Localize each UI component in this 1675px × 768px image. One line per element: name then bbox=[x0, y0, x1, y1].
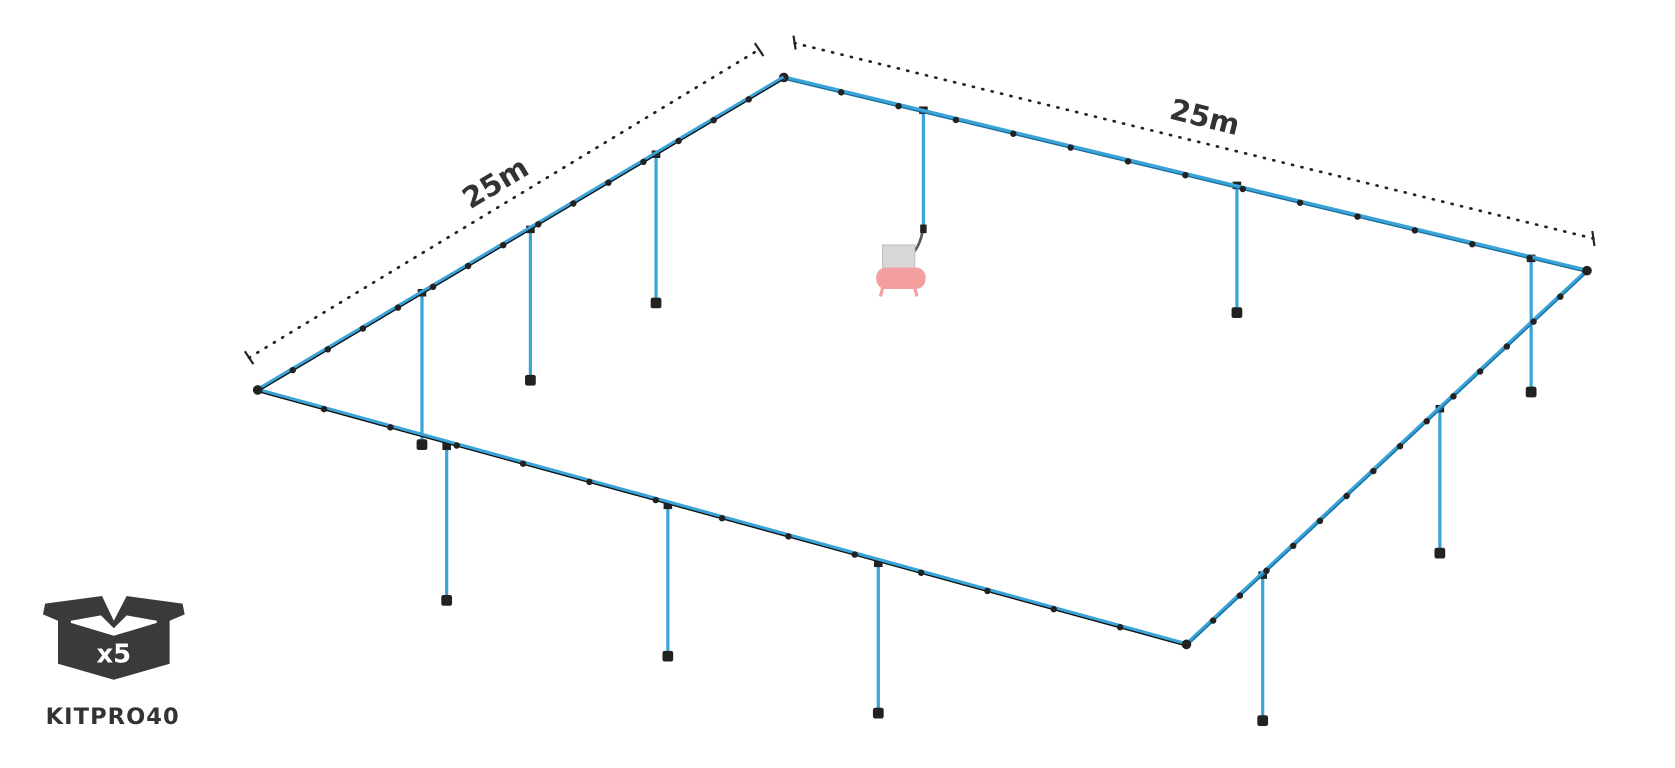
pipe-clip bbox=[453, 442, 460, 449]
pipe-clip bbox=[1209, 617, 1217, 624]
outlet-fitting bbox=[872, 707, 884, 719]
pipe-clip bbox=[1354, 213, 1361, 220]
pipe-clip bbox=[745, 96, 752, 103]
pipe-clip bbox=[535, 221, 542, 228]
pipe-clip bbox=[359, 325, 367, 332]
pipe-clip bbox=[837, 89, 845, 96]
pipe-clip bbox=[1236, 592, 1244, 599]
outlet-fitting bbox=[1525, 386, 1537, 398]
dimension-label-left: 25m bbox=[456, 150, 534, 215]
pipe-clip bbox=[895, 102, 902, 110]
pipe-clip bbox=[324, 346, 332, 353]
pipe-clip bbox=[640, 158, 647, 166]
pipe-clip bbox=[1239, 185, 1246, 193]
pipe-ring bbox=[252, 72, 1592, 650]
pipe-clip bbox=[1526, 254, 1533, 262]
pipe-clip bbox=[570, 200, 577, 207]
pipe-clip bbox=[1476, 368, 1484, 375]
pipe-clip bbox=[1411, 227, 1419, 234]
pipe-clip bbox=[1557, 293, 1564, 300]
pipe-clip bbox=[952, 116, 960, 124]
pipe-clip bbox=[499, 241, 507, 249]
dimension-left: 25m bbox=[243, 42, 765, 365]
outlet-fitting bbox=[416, 439, 428, 451]
pipe-clip bbox=[1343, 492, 1350, 500]
pipe-clip bbox=[320, 405, 328, 413]
pipe-edge bbox=[257, 78, 785, 393]
pipe-clip bbox=[1050, 605, 1057, 613]
pipe-clip bbox=[785, 533, 792, 540]
pipe-clip bbox=[851, 551, 858, 558]
pipe-clip bbox=[1296, 199, 1304, 206]
dimension-label-right: 25m bbox=[1167, 92, 1244, 142]
pipe-clip bbox=[1010, 130, 1017, 137]
outlet-fitting bbox=[1257, 715, 1269, 726]
pipe-clip bbox=[1423, 418, 1430, 425]
pipe-clip bbox=[1396, 442, 1404, 450]
kit-code: KITPRO40 bbox=[46, 704, 180, 730]
pipe-clip bbox=[917, 569, 925, 576]
pipe-clip bbox=[652, 496, 659, 504]
pipe-clip bbox=[1530, 318, 1537, 325]
corner-fitting bbox=[252, 385, 263, 395]
pipe-clip bbox=[984, 587, 991, 595]
pipe-clip bbox=[586, 478, 593, 486]
drop-lines bbox=[416, 106, 1537, 726]
outlet-fitting bbox=[662, 650, 674, 662]
pipe-clip bbox=[1450, 393, 1457, 400]
pipe-clip bbox=[1263, 567, 1270, 574]
compressor-icon bbox=[876, 225, 926, 297]
pipe-clip bbox=[1290, 542, 1297, 550]
outlet-fitting bbox=[441, 594, 453, 606]
pipe-clip bbox=[1503, 343, 1511, 350]
pipe-clip bbox=[605, 179, 612, 186]
pipe-clip bbox=[519, 460, 527, 467]
pipe-clip bbox=[1116, 624, 1124, 631]
pipe-clip bbox=[1316, 517, 1324, 525]
pipe-clip bbox=[394, 304, 402, 311]
pipe-segment bbox=[1184, 269, 1589, 646]
pipe-clip bbox=[429, 283, 437, 291]
corner-fitting bbox=[1181, 639, 1192, 650]
tee-fitting bbox=[874, 559, 883, 568]
pipe-clip bbox=[718, 514, 726, 522]
pipe-edge bbox=[1186, 271, 1588, 647]
tee-fitting bbox=[442, 442, 451, 451]
pipe-clip bbox=[1182, 171, 1189, 179]
pipe-clip bbox=[1370, 467, 1377, 475]
dimension-right: 25m bbox=[792, 35, 1596, 247]
outlet-fitting bbox=[1434, 547, 1446, 559]
pipe-clip bbox=[1124, 158, 1132, 165]
kit-badge: x5 KITPRO40 bbox=[42, 596, 185, 730]
corner-fitting bbox=[1582, 265, 1592, 276]
pipe-clip bbox=[464, 262, 472, 270]
outlet-fitting bbox=[1231, 307, 1243, 318]
kit-quantity: x5 bbox=[97, 640, 132, 670]
pipe-clip bbox=[1468, 240, 1476, 248]
open-box-icon bbox=[42, 596, 185, 680]
outlet-fitting bbox=[525, 374, 536, 386]
pipe-segment bbox=[256, 75, 785, 392]
pipe-clip bbox=[289, 366, 296, 374]
pipe-clip bbox=[710, 116, 717, 124]
pipe-clip bbox=[675, 137, 682, 145]
pipe-clip bbox=[387, 424, 394, 431]
outlet-fitting bbox=[650, 297, 662, 309]
tee-fitting bbox=[663, 501, 673, 510]
pipe-clip bbox=[1067, 144, 1074, 151]
